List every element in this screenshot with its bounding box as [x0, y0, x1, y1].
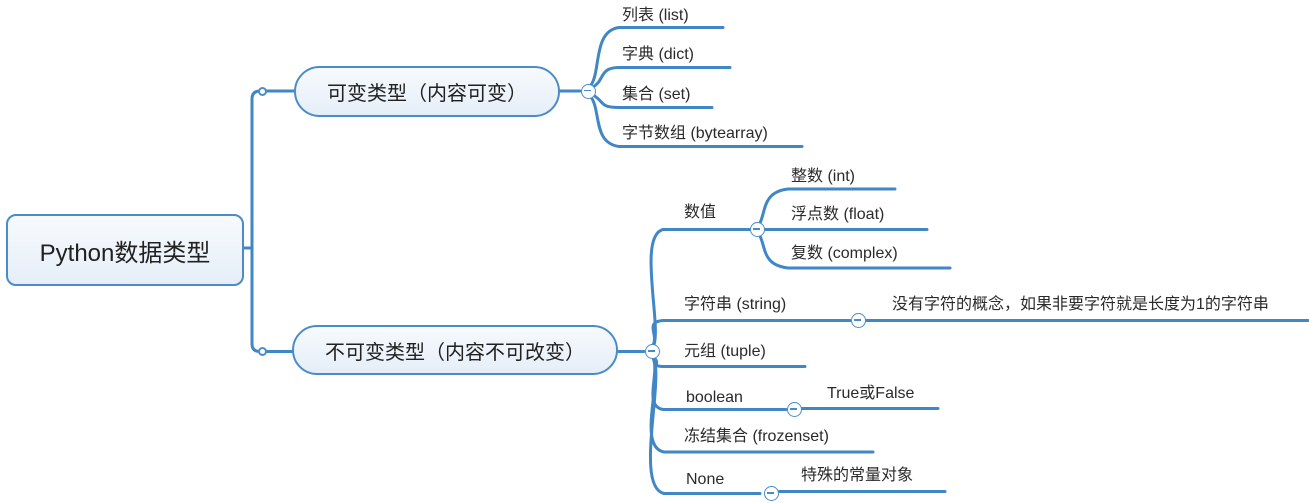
topic-set[interactable]: 集合 (set): [622, 86, 691, 103]
branch2-joint-dot: [257, 347, 267, 356]
branch1-joint-dot: [257, 86, 267, 96]
topic-bytearray[interactable]: 字节数组 (bytearray): [622, 125, 768, 142]
topic-immutable-label: 不可变类型（内容不可改变）: [325, 341, 585, 364]
topic-mutable-label: 可变类型（内容可变）: [327, 83, 527, 105]
minus-icon: [584, 89, 591, 92]
root-topic-label: Python数据类型: [39, 239, 211, 267]
topic-mutable-types[interactable]: 可变类型（内容可变）: [294, 66, 560, 117]
minus-icon: [790, 408, 797, 410]
collapse-button-number[interactable]: [749, 222, 765, 237]
collapse-button-boolean[interactable]: [786, 402, 802, 417]
topic-boolean-note[interactable]: True或False: [827, 385, 915, 402]
collapse-button-string[interactable]: [850, 313, 866, 328]
topic-tuple[interactable]: 元组 (tuple): [684, 343, 766, 360]
collapse-button-mutable[interactable]: [580, 83, 596, 99]
topic-int[interactable]: 整数 (int): [791, 168, 856, 185]
topic-dict[interactable]: 字典 (dict): [622, 46, 695, 63]
topic-string-note[interactable]: 没有字符的概念，如果非要字符就是长度为1的字符串: [892, 296, 1269, 313]
topic-list[interactable]: 列表 (list): [622, 7, 689, 24]
connector-number: [649, 228, 752, 347]
connector-trunk: [250, 89, 262, 353]
minus-icon: [753, 228, 760, 230]
minus-icon: [648, 350, 655, 352]
topic-complex[interactable]: 复数 (complex): [791, 245, 898, 262]
topic-immutable-types[interactable]: 不可变类型（内容不可改变）: [292, 325, 618, 375]
minus-icon: [854, 319, 861, 321]
topic-none[interactable]: None: [686, 471, 725, 488]
topic-number[interactable]: 数值: [684, 204, 717, 221]
topic-none-note[interactable]: 特殊的常量对象: [801, 467, 914, 484]
root-topic[interactable]: Python数据类型: [6, 214, 244, 286]
topic-frozenset[interactable]: 冻结集合 (frozenset): [684, 428, 829, 445]
topic-boolean[interactable]: boolean: [686, 389, 743, 406]
collapse-button-none[interactable]: [763, 486, 779, 501]
minus-icon: [767, 492, 774, 494]
topic-float[interactable]: 浮点数 (float): [791, 206, 885, 223]
collapse-button-immutable[interactable]: [644, 344, 660, 359]
topic-string[interactable]: 字符串 (string): [684, 296, 787, 313]
